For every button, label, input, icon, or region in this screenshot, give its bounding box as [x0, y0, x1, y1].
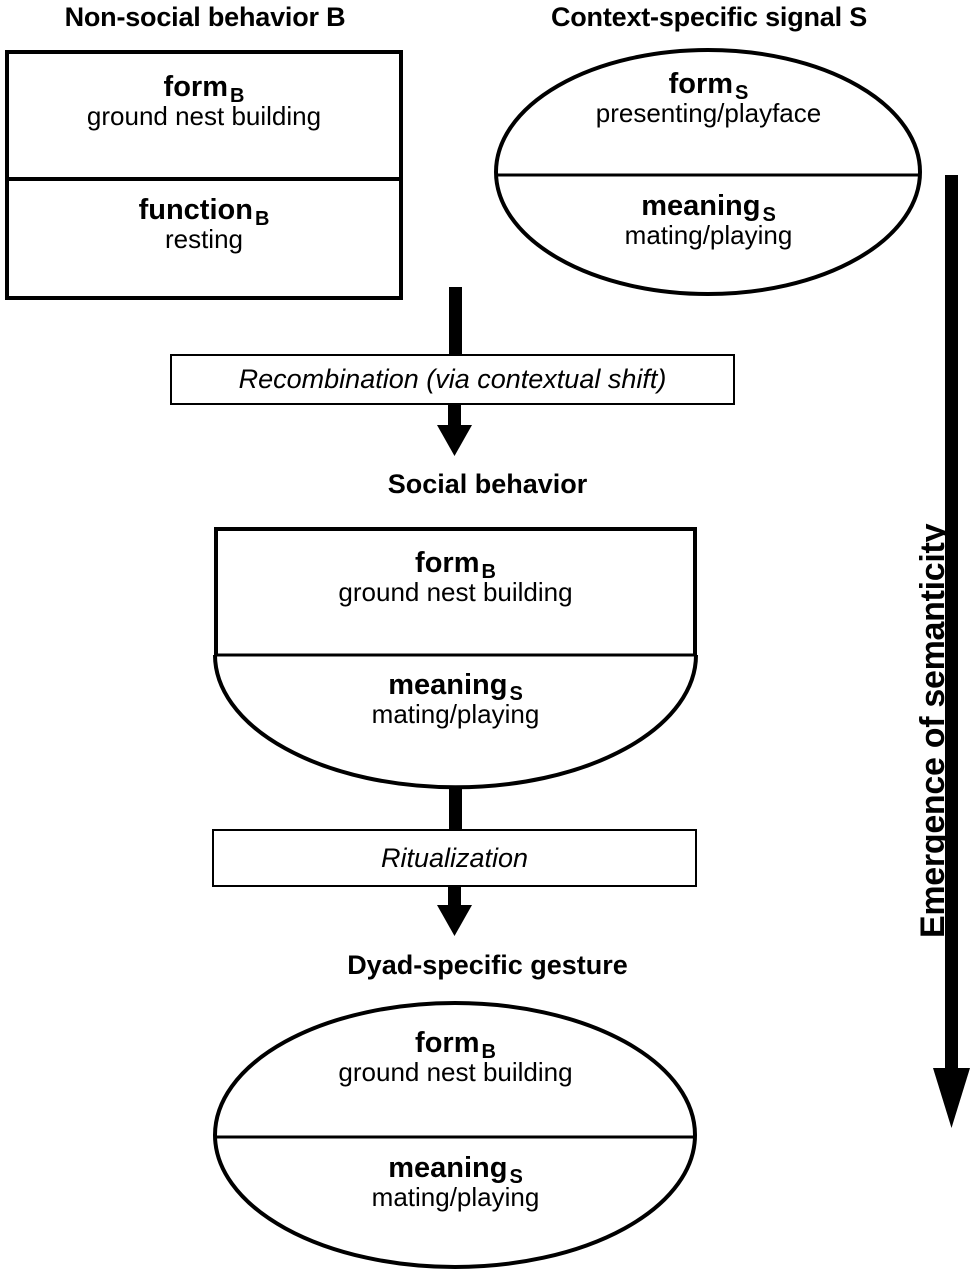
side-arrow-label: Emergence of semanticity [914, 523, 952, 938]
header-non-social-behavior: Non-social behavior B [5, 4, 405, 31]
cell-dyad-meaning-s-description: mating/playing [371, 1182, 540, 1213]
cell-social-form-b-subscript: B [481, 561, 496, 583]
stage-label-dyad-specific-gesture: Dyad-specific gesture [0, 952, 975, 979]
header-non-social-behavior-text: Non-social behavior B [64, 2, 346, 32]
header-context-specific-signal-text: Context-specific signal S [550, 2, 868, 32]
side-arrow-emergence-of-semanticity [933, 175, 970, 1128]
side-arrow-label-text: Emergence of semanticity [914, 523, 952, 938]
connector-stem [449, 287, 462, 355]
arrow-ritualization-to-dyad-gesture [437, 886, 472, 936]
side-arrow-stem [945, 175, 958, 1080]
node-dyad-specific-gesture-shape [213, 1001, 697, 1269]
connector-to-recombination [449, 287, 462, 355]
node-context-specific-signal-shape [494, 48, 922, 296]
connector-stem [449, 787, 462, 830]
cell-meaning-s-subscript: S [762, 204, 776, 226]
cell-social-meaning-s-description: mating/playing [371, 699, 540, 730]
cell-form-b-subscript: B [230, 85, 245, 107]
stage-label-social-behavior: Social behavior [0, 471, 975, 498]
ellipse-outline [494, 48, 922, 296]
cell-form-s-description: presenting/playface [595, 98, 822, 129]
arrow-recombination-to-social-behavior [437, 404, 472, 456]
stage-label-dyad-specific-gesture-text: Dyad-specific gesture [347, 950, 628, 980]
cell-social-meaning-s-subscript: S [509, 683, 523, 705]
social-behavior-rect-outline [214, 527, 697, 655]
process-recombination[interactable]: Recombination (via contextual shift) [170, 354, 735, 405]
cell-meaning-s-description: mating/playing [624, 220, 793, 251]
arrow-head [437, 905, 472, 936]
cell-form-s-subscript: S [735, 82, 749, 104]
stage-label-social-behavior-text: Social behavior [387, 469, 588, 499]
process-recombination-label: Recombination (via contextual shift) [238, 364, 667, 394]
cell-dyad-form-b-subscript: B [481, 1041, 496, 1063]
cell-dyad-meaning-s-subscript: S [509, 1166, 523, 1188]
process-ritualization[interactable]: Ritualization [212, 829, 697, 887]
ellipse-outline [213, 1001, 697, 1269]
arrow-head [437, 425, 472, 456]
cell-function-b-description: resting [164, 224, 244, 255]
side-arrow-head [933, 1068, 970, 1128]
cell-form-b-description: ground nest building [86, 101, 322, 132]
process-ritualization-label: Ritualization [380, 842, 529, 873]
header-context-specific-signal: Context-specific signal S [495, 4, 923, 31]
cell-social-form-b-description: ground nest building [338, 577, 573, 608]
cell-dyad-form-b-description: ground nest building [338, 1057, 573, 1088]
connector-to-ritualization [449, 787, 462, 830]
cell-function-b-subscript: B [254, 208, 270, 230]
node-divider [9, 177, 399, 181]
